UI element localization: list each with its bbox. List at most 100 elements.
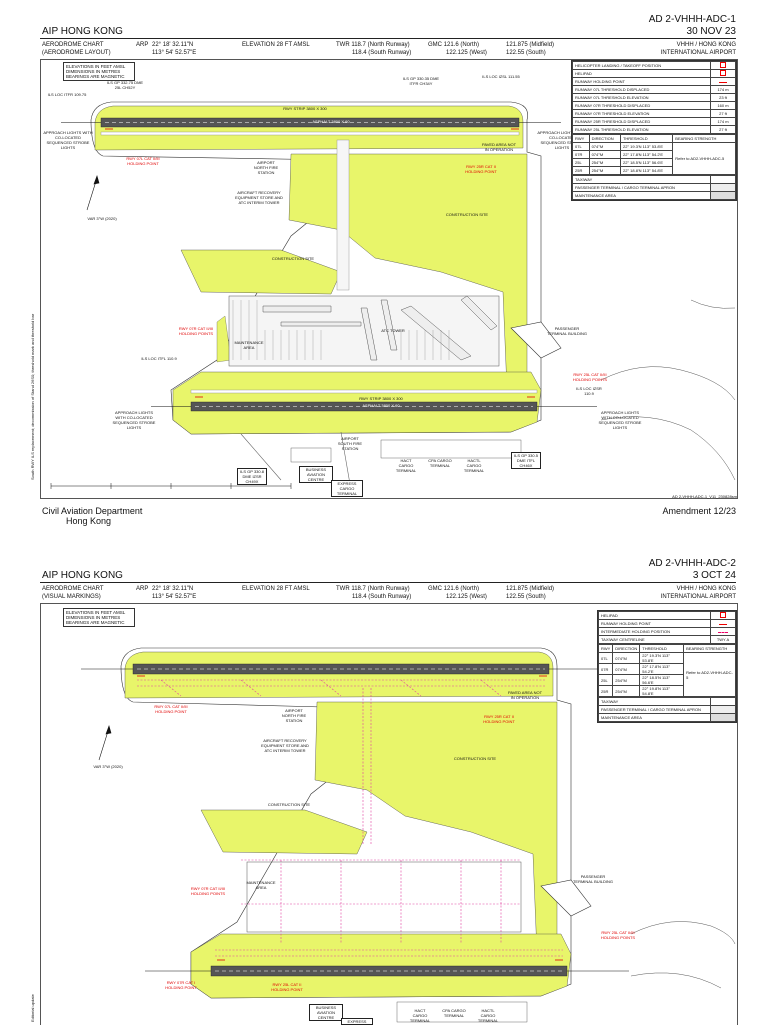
legend-item: TAXIWAY CENTRELINE xyxy=(598,635,711,644)
arp-lon-2: 113° 54' 52.57"E xyxy=(152,594,197,600)
rwy-cell: 07R xyxy=(597,663,614,675)
twy-a-swatch: TWY A xyxy=(710,635,736,644)
intermediate-holding-swatch xyxy=(710,627,736,636)
table-header: BEARING STRENGTH xyxy=(672,134,736,143)
paved-area-label: PAVED AREA NOT IN OPERATION xyxy=(481,142,517,152)
legend-item: RUNWAY 25R THRESHOLD DISPLACED xyxy=(572,117,711,126)
thr-cell: 22° 18.8'N 113° 54.8'E xyxy=(619,166,674,175)
hold-07r-label: RWY 07R CAT II/III HOLDING POINTS xyxy=(178,326,214,336)
ad-code-2: AD 2-VHHH-ADC-2 xyxy=(648,558,736,569)
dir-cell: 074°M xyxy=(612,663,641,675)
arp-label-2: ARP xyxy=(136,586,149,592)
rwy-cell: 07L xyxy=(572,142,590,151)
var-label-2: VAR 3°W (2020) xyxy=(93,764,123,769)
paved-area-label-2: PAVED AREA NOT IN OPERATION xyxy=(507,690,543,700)
gmc-2-2: 122.125 (West) xyxy=(446,594,487,600)
dir-cell: 254°M xyxy=(612,674,641,686)
north-arrow-2 xyxy=(98,725,112,761)
table-row: 07L 074°M 22° 19.3'N 113° 53.8'E Refer t… xyxy=(572,142,736,175)
legend-taxiway: TAXIWAY xyxy=(572,175,711,184)
approach-lights-west: APPROACH LIGHTS WITH CO-LOCATED SEQUENCE… xyxy=(43,130,93,150)
aip-title-2: AIP HONG KONG xyxy=(42,570,123,581)
grass-east-2 xyxy=(314,701,558,955)
pax-terminal-label-2: PASSENGER TERMINAL BUILDING xyxy=(572,874,614,884)
apron-area xyxy=(228,295,500,367)
footer-amendment: Amendment 12/23 xyxy=(662,506,736,516)
ils-gp-east: ILS GP 330.35 DME ITFR CH34Y xyxy=(402,76,440,86)
holding-point-swatch xyxy=(710,77,736,86)
approach-lights-east: APPROACH LIGHTS WITH CO-LOCATED SEQUENCE… xyxy=(537,130,587,150)
table-header: THRESHOLD xyxy=(639,644,685,653)
ils-loc-west: ILS LOC ITFL 110.9 xyxy=(141,356,177,361)
apron-swatch xyxy=(710,183,736,192)
thr-cell: 22° 19.3'N 113° 53.8'E xyxy=(619,142,674,151)
gmc-3: 121.875 (Midfield) xyxy=(506,42,555,48)
legend-apron-2: PASSENGER TERMINAL / CARGO TERMINAL APRO… xyxy=(598,705,711,714)
note-elevations: ELEVATIONS IN FEET AMSL xyxy=(66,64,126,69)
legend-item: RUNWAY 07R THRESHOLD ELEVATION xyxy=(572,109,711,118)
ils-gp-north: ILS GP 332.75 DME 25L CH52Y xyxy=(106,80,144,90)
maintenance-area-2: MAINTENANCE AREA xyxy=(246,880,276,890)
gmc-1-2: GMC 121.6 (North) xyxy=(428,586,480,592)
legend-item: HELIPAD xyxy=(598,611,711,620)
apron-swatch-2 xyxy=(710,705,736,714)
construction-site-1-2: CONSTRUCTION SITE xyxy=(453,756,497,761)
legend-value: 23 ft xyxy=(710,93,736,102)
rwy-cell: 07R xyxy=(572,150,590,159)
chart-subtitle-2: (VISUAL MARKINGS) xyxy=(42,594,101,600)
ils-loc-east: ILS LOC IZSL 111.55 xyxy=(482,74,520,79)
hactl-cargo-2: HACTL CARGO TERMINAL xyxy=(477,1008,499,1023)
thr-cell: 22° 19.8'N 113° 54.8'E xyxy=(639,685,685,697)
legend-item: RUNWAY HOLDING POINT xyxy=(572,77,711,86)
runway-table-2: RWY DIRECTION THRESHOLD BEARING STRENGTH… xyxy=(597,644,736,697)
rwy-cell: 25R xyxy=(572,166,590,175)
hold-25r-label: RWY 25R CAT II HOLDING POINT xyxy=(465,164,497,174)
passenger-terminal xyxy=(510,321,562,359)
table-header: RWY xyxy=(572,134,590,143)
thr-cell: 22° 17.8'N 113° 54.2'E xyxy=(619,150,674,159)
twr-1: TWR 118.7 (North Runway) xyxy=(336,42,410,48)
airport-name-2: INTERNATIONAL AIRPORT xyxy=(660,50,736,56)
hold-25l-label-2: RWY 25L CAT II/III HOLDING POINTS xyxy=(600,930,636,940)
thr-cell: 22° 18.5'N 113° 56.6'E xyxy=(639,674,685,686)
gmc-1: GMC 121.6 (North) xyxy=(428,42,480,48)
cpa-cargo-2: CPA CARGO TERMINAL xyxy=(442,1008,466,1018)
ils-loc-north: ILS LOC ITFR 109.75 xyxy=(47,92,87,97)
aerodrome-map-2 xyxy=(81,647,736,1023)
approach-lights-sw: APPROACH LIGHTS WITH CO-LOCATED SEQUENCE… xyxy=(112,410,156,430)
hold-25l2-label-2: RWY 25L CAT II HOLDING POINT xyxy=(271,982,303,992)
footer-dept: Civil Aviation Department xyxy=(42,506,143,516)
elevation-2: ELEVATION 28 FT AMSL xyxy=(242,586,310,592)
fire-station-north-2: AIRPORT NORTH FIRE STATION xyxy=(281,708,307,723)
legend: HELICOPTER LANDING / TAKEOFF POSITION HE… xyxy=(571,60,737,201)
twy-a-label: TWY A xyxy=(716,637,730,642)
rwy-cell: 07L xyxy=(597,652,614,664)
grass-north xyxy=(94,105,524,151)
legend-value: 174 m xyxy=(710,85,736,94)
rwy-strip-south: RWY STRIP 3800 X 300 xyxy=(359,396,403,401)
recovery-store: AIRCRAFT RECOVERY EQUIPMENT STORE AND AT… xyxy=(235,190,283,205)
cpa-cargo: CPA CARGO TERMINAL xyxy=(428,458,452,468)
taxiway-swatch xyxy=(710,175,736,184)
coastline-east-2 xyxy=(690,299,736,309)
visual-markings-chart: ELEVATIONS IN FEET AMSL DIMENSIONS IN ME… xyxy=(40,603,738,1025)
construction-site-1: CONSTRUCTION SITE xyxy=(445,212,489,217)
grass-north-2 xyxy=(124,651,554,699)
asphalt-south: ASPHALT 3800 X 60 xyxy=(362,403,400,408)
gmc-4: 122.55 (South) xyxy=(506,50,546,56)
maintenance-swatch xyxy=(710,191,736,200)
legend-maintenance-2: MAINTENANCE AREA xyxy=(598,713,711,722)
central-taxiway xyxy=(336,139,350,291)
legend-item: INTERMEDIATE HOLDING POSITION xyxy=(598,627,711,636)
thr-cell: 22° 17.8'N 113° 54.2'E xyxy=(639,663,685,675)
rwy-strip-north: RWY STRIP 3800 X 300 xyxy=(283,106,327,111)
helipad-swatch xyxy=(710,69,736,78)
legend-value: 160 m xyxy=(710,101,736,110)
south-fire-station: AIRPORT SOUTH FIRE STATION xyxy=(337,436,363,451)
note-elevations-2: ELEVATIONS IN FEET AMSL xyxy=(66,610,126,615)
note-bearings: BEARINGS ARE MAGNETIC xyxy=(66,74,125,79)
taxiway-swatch-2 xyxy=(710,697,736,706)
aerodrome-layout-chart: ELEVATIONS IN FEET AMSL DIMENSIONS IN ME… xyxy=(40,59,738,499)
rwy-cell: 25R xyxy=(597,685,614,697)
helipad-swatch-2 xyxy=(710,611,736,620)
